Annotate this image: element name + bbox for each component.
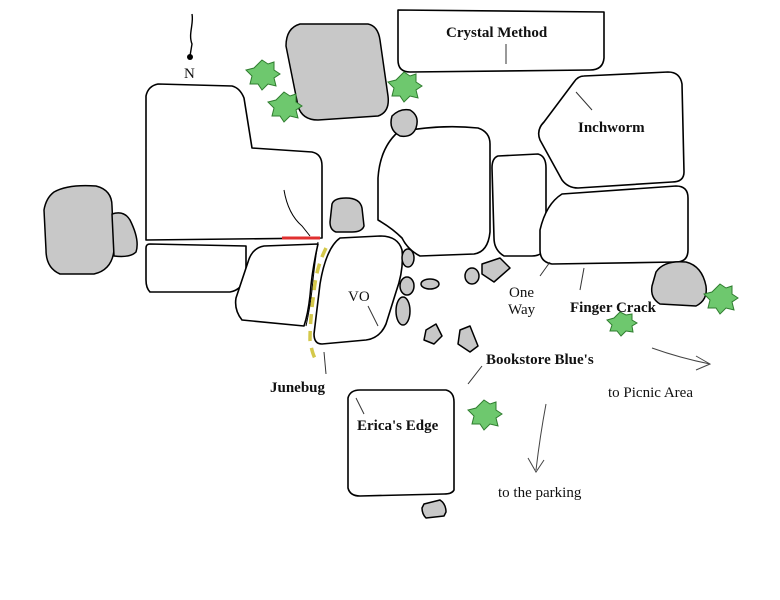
- label-to-picnic-area: to Picnic Area: [608, 385, 693, 401]
- tree-icon: [267, 91, 303, 123]
- leader-vo: [367, 305, 379, 327]
- junebug-boulder: [234, 243, 319, 327]
- inchworm-boulder: [537, 71, 685, 189]
- grey-boulder-parking: [421, 499, 447, 519]
- pebble: [395, 296, 411, 326]
- crystal-method-boulder: [397, 9, 605, 73]
- label-crystal-method: Crystal Method: [446, 25, 548, 41]
- crack-line-junebug: [305, 241, 319, 327]
- leader-finger-crack: [579, 267, 585, 291]
- lower-left-boulder: [145, 243, 247, 293]
- grey-boulder-top: [285, 23, 390, 121]
- pebble: [464, 267, 480, 285]
- ericas-edge-boulder: [347, 389, 455, 497]
- arrow-to-picnic-area: [651, 347, 712, 371]
- tree-icon: [703, 283, 739, 315]
- leader-bookstore-blues: [467, 365, 483, 385]
- grey-boulder-picnic: [650, 260, 708, 307]
- pebble: [420, 278, 440, 290]
- finger-crack-boulder: [539, 185, 689, 265]
- arrow-to-the-parking: [527, 403, 547, 473]
- tree-icon: [606, 311, 638, 337]
- grey-boulder-center-small: [329, 197, 365, 233]
- narrow-middle-boulder: [491, 153, 547, 257]
- label-to-the-parking: to the parking: [498, 485, 582, 501]
- crack-line: [283, 189, 311, 237]
- tree-icon: [387, 71, 423, 103]
- pebble: [401, 248, 415, 268]
- center-boulder: [377, 125, 491, 257]
- grey-boulder-left: [43, 184, 115, 275]
- tree-icon: [467, 399, 503, 431]
- north-arrow: N: [184, 13, 195, 82]
- label-one-way-line2: Way: [508, 302, 536, 318]
- label-bookstore-blues: Bookstore Blue's: [486, 352, 594, 368]
- leader-inchworm: [575, 91, 593, 111]
- label-junebug: Junebug: [270, 380, 326, 396]
- pebble: [481, 257, 511, 283]
- pebble: [399, 276, 415, 296]
- label-inchworm: Inchworm: [578, 120, 645, 136]
- tree-icon: [245, 59, 281, 91]
- leader-junebug: [323, 351, 327, 375]
- pebble: [457, 325, 479, 353]
- vo-boulder: [313, 235, 404, 345]
- label-ericas-edge: Erica's Edge: [357, 418, 439, 434]
- grey-boulder-small-top: [390, 108, 418, 138]
- leader-one-way: [539, 261, 551, 277]
- north-label: N: [184, 66, 195, 82]
- leader-ericas-edge: [355, 397, 365, 415]
- label-finger-crack: Finger Crack: [570, 300, 657, 316]
- big-left-boulder: [145, 83, 323, 241]
- label-one-way-line1: One: [509, 285, 534, 301]
- label-vo: VO: [348, 289, 370, 305]
- dashed-trail: [308, 247, 328, 361]
- grey-boulder-left-small: [111, 212, 138, 258]
- pebble: [423, 323, 443, 345]
